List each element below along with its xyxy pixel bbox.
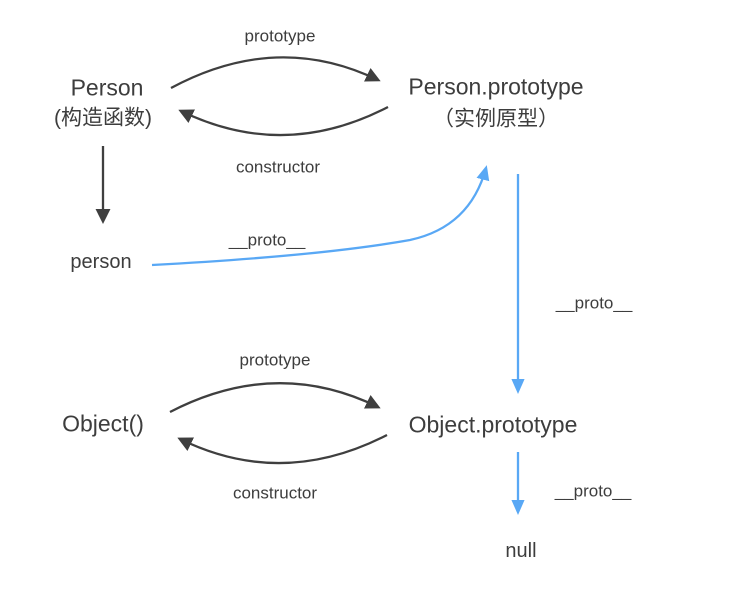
edge-label-constructor-top: constructor [235,157,321,177]
node-person-constructor: Person [70,74,144,101]
edge-label-constructor-bottom: constructor [232,483,318,503]
node-object-constructor: Object() [62,410,144,437]
node-person-prototype: Person.prototype [408,73,584,100]
arrow-prototype-bottom [169,382,381,414]
node-null: null [505,540,537,562]
arrow-constructor-top [178,105,389,137]
edge-label-proto-object-prototype: __proto__ [554,481,632,501]
node-object-prototype: Object.prototype [408,411,578,438]
node-person-prototype-sublabel: （实例原型） [433,107,559,131]
edge-label-proto-instance: __proto__ [228,230,306,250]
edge-label-prototype-top: prototype [244,26,316,46]
node-person-instance: person [70,251,132,273]
edge-label-prototype-bottom: prototype [239,350,311,370]
arrow-constructor-bottom [177,433,388,465]
node-person-constructor-sublabel: (构造函数) [54,106,152,130]
edge-label-proto-person-prototype: __proto__ [555,293,633,313]
arrow-instance-proto [151,165,490,267]
arrow-prototype-top [170,56,381,90]
